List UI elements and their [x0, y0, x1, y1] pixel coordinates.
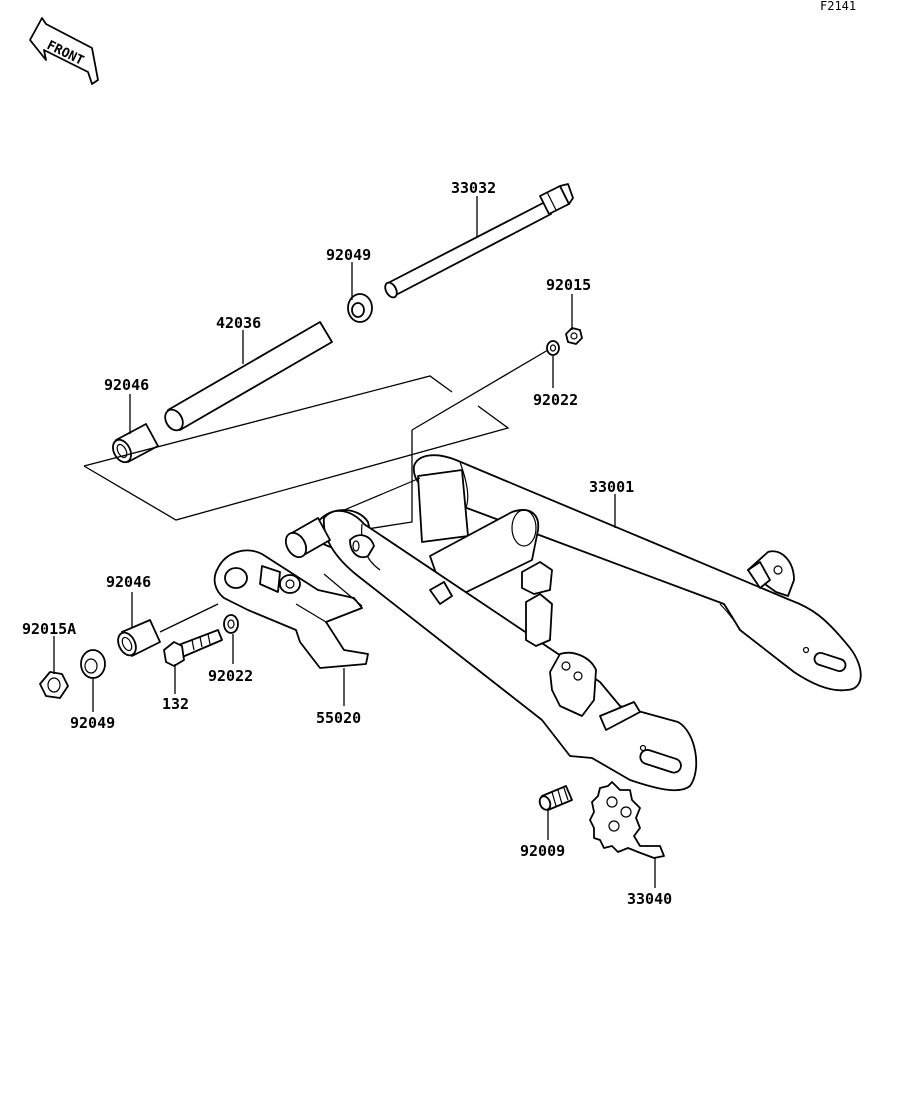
- washer-upper: [546, 340, 560, 356]
- bearing-upper: [112, 423, 159, 464]
- sprocket-plate: [589, 781, 665, 859]
- label-42036: 42036: [216, 314, 261, 332]
- bolt-132: [163, 629, 223, 667]
- nut-lower: [39, 671, 69, 699]
- washer-axis-line: [411, 349, 549, 431]
- collar-lower: [80, 649, 106, 679]
- figure-id: F2141: [820, 0, 856, 13]
- label-55020: 55020: [316, 709, 361, 727]
- leader-lines: [53, 196, 656, 888]
- bearing-axis-line: [159, 603, 219, 633]
- label-92022-top: 92022: [533, 391, 578, 409]
- sleeve-tube: [164, 321, 333, 432]
- bearing-lower: [117, 619, 161, 657]
- collar-upper: [347, 293, 373, 323]
- label-92046-bot: 92046: [106, 573, 151, 591]
- label-92049-top: 92049: [326, 246, 371, 264]
- nut-upper: [565, 327, 583, 345]
- assembly-bracket-line: [83, 375, 510, 521]
- pivot-shaft: [384, 183, 574, 299]
- swingarm: [317, 454, 862, 792]
- label-33032: 33032: [451, 179, 496, 197]
- label-33001: 33001: [589, 478, 634, 496]
- label-92046-top: 92046: [104, 376, 149, 394]
- label-132: 132: [162, 695, 189, 713]
- pivot-bushing: [284, 517, 331, 559]
- label-92015a: 92015A: [22, 620, 76, 638]
- front-arrow-icon: FRONT: [29, 17, 99, 85]
- label-92015: 92015: [546, 276, 591, 294]
- label-92009: 92009: [520, 842, 565, 860]
- washer-lower: [223, 614, 239, 634]
- label-92049-bot: 92049: [70, 714, 115, 732]
- chain-slider: [213, 549, 369, 669]
- label-33040: 33040: [627, 890, 672, 908]
- stud-92009: [538, 785, 573, 811]
- label-92022-bot: 92022: [208, 667, 253, 685]
